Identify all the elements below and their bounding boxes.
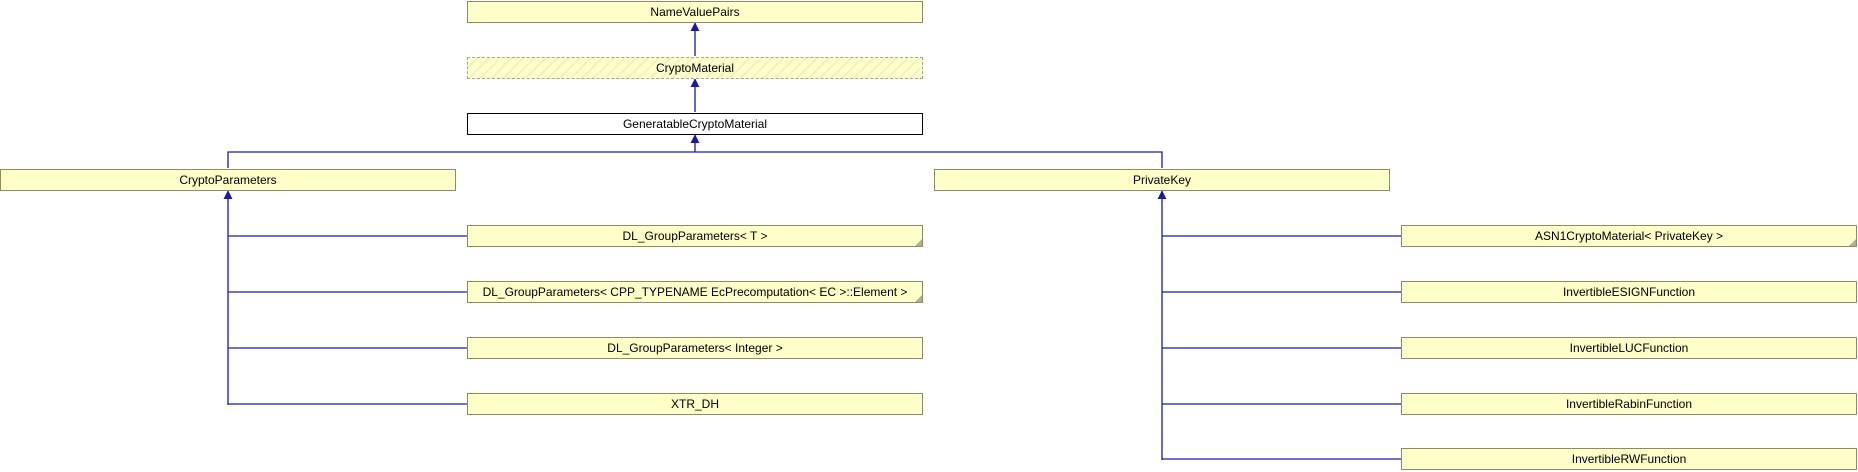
truncated-corner-icon	[915, 295, 922, 302]
node-private-key[interactable]: PrivateKey	[934, 169, 1390, 191]
node-label: CryptoMaterial	[655, 61, 735, 75]
node-label: PrivateKey	[1132, 173, 1192, 187]
node-generatable-crypto-material: GeneratableCryptoMaterial	[467, 113, 923, 135]
node-label: InvertibleESIGNFunction	[1562, 285, 1696, 299]
node-label: DL_GroupParameters< T >	[622, 229, 768, 243]
node-dl-group-parameters-integer[interactable]: DL_GroupParameters< Integer >	[467, 337, 923, 359]
node-invertible-esign-function[interactable]: InvertibleESIGNFunction	[1401, 281, 1857, 303]
node-invertible-rabin-function[interactable]: InvertibleRabinFunction	[1401, 393, 1857, 415]
node-label: DL_GroupParameters< CPP_TYPENAME EcPreco…	[482, 285, 908, 299]
node-label: GeneratableCryptoMaterial	[622, 117, 768, 131]
edge-children-to-generatable	[227, 151, 1163, 168]
node-label: InvertibleRabinFunction	[1565, 397, 1693, 411]
node-invertible-luc-function[interactable]: InvertibleLUCFunction	[1401, 337, 1857, 359]
node-crypto-parameters[interactable]: CryptoParameters	[0, 169, 456, 191]
node-label: DL_GroupParameters< Integer >	[607, 341, 783, 355]
node-dl-group-parameters-t[interactable]: DL_GroupParameters< T >	[467, 225, 923, 247]
node-invertible-rw-function[interactable]: InvertibleRWFunction	[1401, 448, 1857, 470]
node-dl-group-parameters-ec[interactable]: DL_GroupParameters< CPP_TYPENAME EcPreco…	[467, 281, 923, 303]
node-crypto-material[interactable]: CryptoMaterial	[467, 57, 923, 79]
node-asn1-crypto-material-private-key[interactable]: ASN1CryptoMaterial< PrivateKey >	[1401, 225, 1857, 247]
node-label: InvertibleRWFunction	[1571, 452, 1687, 466]
node-label: InvertibleLUCFunction	[1569, 341, 1689, 355]
node-xtr-dh[interactable]: XTR_DH	[467, 393, 923, 415]
node-label: ASN1CryptoMaterial< PrivateKey >	[1534, 229, 1724, 243]
node-label: XTR_DH	[670, 397, 719, 411]
truncated-corner-icon	[1849, 239, 1856, 246]
node-label: CryptoParameters	[179, 173, 277, 187]
truncated-corner-icon	[915, 239, 922, 246]
node-label: NameValuePairs	[650, 5, 740, 19]
node-name-value-pairs[interactable]: NameValuePairs	[467, 1, 923, 23]
